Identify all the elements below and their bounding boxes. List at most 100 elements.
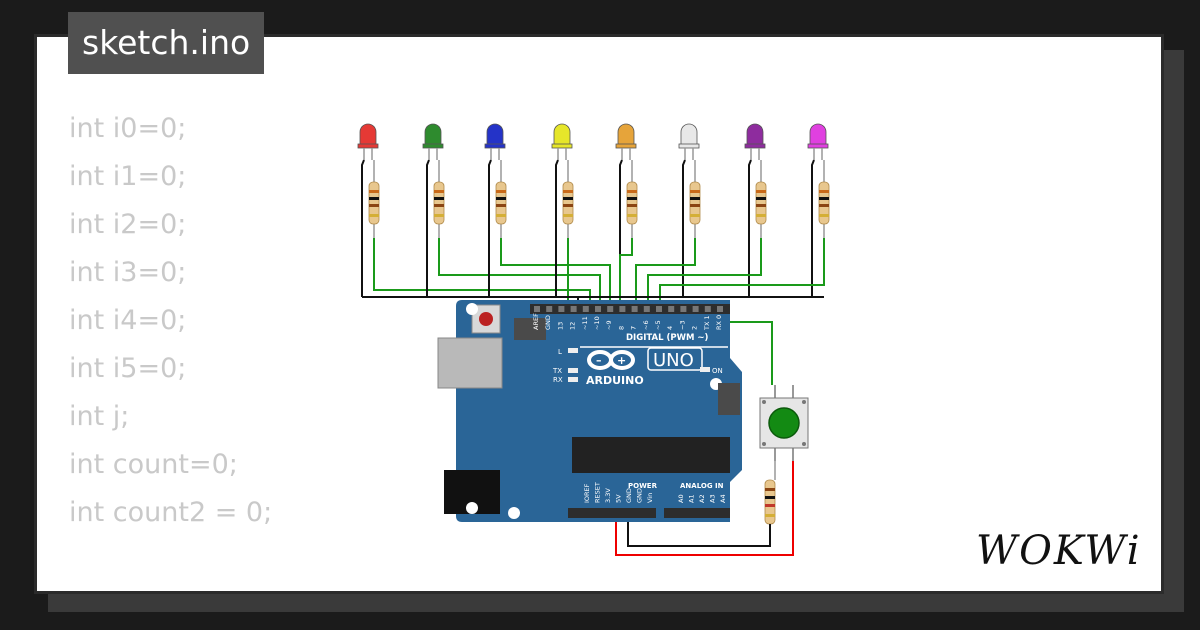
digital-pin[interactable] [704, 306, 711, 312]
pulldown-resistor[interactable] [764, 479, 776, 525]
led-1[interactable] [357, 123, 379, 160]
power-pin-label: GND [625, 488, 633, 503]
svg-text:+: + [617, 354, 626, 367]
digital-pin-label: ~3 [678, 320, 686, 330]
icsp-header-2 [718, 383, 740, 415]
rx-led [568, 377, 578, 382]
digital-pin-label: ~6 [642, 320, 650, 330]
power-pin-label: GND [636, 488, 644, 503]
on-label: ON [712, 367, 723, 375]
code-line: int i0=0; [69, 113, 187, 144]
power-pin-label: IOREF [583, 483, 591, 503]
digital-pin[interactable] [692, 306, 699, 312]
digital-pin[interactable] [631, 306, 638, 312]
led-6[interactable] [678, 123, 700, 160]
digital-pin[interactable] [582, 306, 589, 312]
button-5v-wire [615, 461, 794, 556]
reset-button-cap [479, 312, 493, 326]
led-2[interactable] [422, 123, 444, 160]
file-tab[interactable]: sketch.ino [68, 12, 265, 74]
code-line: int count2 = 0; [69, 497, 273, 528]
digital-pin[interactable] [680, 306, 687, 312]
digital-pin-label: 4 [666, 326, 674, 330]
code-line: int i4=0; [69, 305, 187, 336]
resistor-2[interactable] [433, 160, 445, 238]
analog-header [664, 508, 730, 518]
code-line: int i1=0; [69, 161, 187, 192]
digital-pin[interactable] [595, 306, 601, 312]
ground-wire [361, 159, 365, 297]
signal-wire [619, 238, 633, 305]
rx-label: RX [553, 376, 563, 384]
analog-pin-label: A1 [688, 494, 696, 503]
board-brand: ARDUINO [586, 374, 644, 387]
digital-pin[interactable] [656, 306, 662, 312]
digital-pin[interactable] [546, 306, 553, 312]
signal-wire [647, 238, 762, 305]
icsp-header [514, 318, 546, 340]
digital-pin-label: AREF [532, 313, 540, 330]
digital-pin-label: 12 [569, 322, 577, 330]
digital-pin[interactable] [534, 306, 540, 312]
resistor-6[interactable] [689, 160, 701, 238]
analog-pin-label: A3 [709, 494, 717, 503]
resistor-3[interactable] [495, 160, 507, 238]
code-line: int i5=0; [69, 353, 187, 384]
button-cap[interactable] [768, 407, 800, 439]
analog-pin-label: A2 [698, 494, 706, 503]
digital-pin-label: 7 [630, 326, 638, 330]
card-content: int i0=0; int i1=0; int i2=0; int i3=0; int … [34, 34, 1164, 594]
mount-hole [466, 502, 478, 514]
digital-pin[interactable] [668, 306, 675, 312]
led-5[interactable] [615, 123, 637, 160]
ground-wire [748, 159, 752, 297]
digital-pin-label: GND [544, 315, 552, 330]
digital-pin-label: TX 1 [703, 315, 711, 331]
code-line: int i3=0; [69, 257, 187, 288]
signal-wire [438, 238, 601, 305]
digital-pin-label: 8 [617, 326, 625, 330]
digital-pin-label: 13 [556, 322, 564, 330]
digital-pin[interactable] [643, 306, 650, 312]
on-led [700, 367, 710, 372]
usb-port [437, 337, 503, 389]
digital-pin[interactable] [619, 306, 626, 312]
button-ground-wire [627, 515, 771, 547]
wokwi-logo: WOKWi [976, 528, 1142, 574]
led-8[interactable] [807, 123, 829, 160]
digital-pin-label: ~11 [581, 316, 589, 330]
push-button[interactable] [759, 385, 809, 461]
resistor-5[interactable] [626, 160, 638, 238]
signal-wire [635, 238, 696, 305]
power-label: POWER [628, 482, 658, 490]
digital-label: DIGITAL (PWM ~) [626, 333, 708, 343]
resistor-8[interactable] [818, 160, 830, 238]
led-3[interactable] [484, 123, 506, 160]
led-7[interactable] [744, 123, 766, 160]
led-4[interactable] [551, 123, 573, 160]
code-line: int i2=0; [69, 209, 187, 240]
digital-pin-label: 2 [691, 326, 699, 330]
digital-pin[interactable] [607, 306, 614, 312]
resistor-1[interactable] [368, 160, 380, 238]
digital-pin-label: RX 0 [715, 315, 723, 330]
analog-label: ANALOG IN [680, 482, 724, 490]
atmega-chip [572, 437, 730, 473]
mount-hole [466, 303, 478, 315]
power-pin-label: 5V [615, 494, 623, 503]
resistor-7[interactable] [755, 160, 767, 238]
resistor-4[interactable] [562, 160, 574, 238]
analog-pin-label: A4 [719, 494, 727, 503]
ground-wire [682, 159, 686, 297]
power-pin-label: Vin [646, 493, 654, 503]
analog-pin-label: A5 [730, 494, 738, 503]
arduino-infinity-logo: – + [587, 350, 635, 370]
digital-pin[interactable] [570, 306, 577, 312]
tx-label: TX [552, 367, 562, 375]
digital-pin[interactable] [717, 306, 723, 312]
digital-pin[interactable] [558, 306, 565, 312]
